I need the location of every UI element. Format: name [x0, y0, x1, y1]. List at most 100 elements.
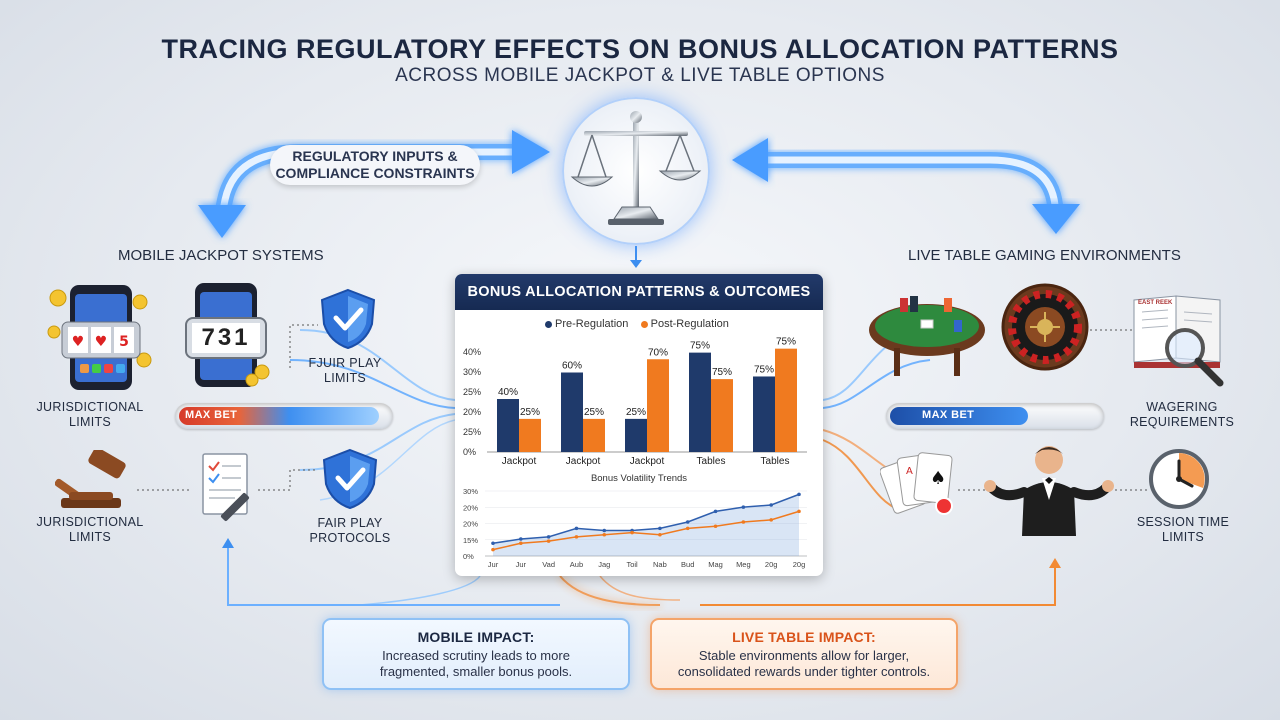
line-point — [546, 539, 551, 543]
right-arrow-head-left — [732, 138, 768, 182]
line-x-tick: Aub — [570, 560, 583, 569]
left-max-bet-slider[interactable]: MAX BET — [175, 403, 393, 429]
line-point — [741, 520, 746, 524]
fair-play-protocols-line2: PROTOCOLS — [309, 531, 391, 545]
regulatory-label-line1: REGULATORY INPUTS & — [292, 148, 458, 164]
fair-play-protocols-label: FAIR PLAY PROTOCOLS — [300, 516, 400, 546]
line-x-tick: Bud — [681, 560, 694, 569]
mobile-impact-line2: fragmented, smaller bonus pools. — [379, 664, 573, 679]
bar-data-label: 25% — [584, 407, 604, 418]
line-y-tick: 20% — [463, 503, 478, 512]
legend-post-dot — [640, 320, 648, 328]
bar-data-label: 75% — [754, 364, 774, 375]
bar-category-label: Tables — [697, 456, 726, 467]
live-impact-box: LIVE TABLE IMPACT: Stable environments a… — [650, 618, 958, 690]
mobile-impact-body: Increased scrutiny leads to more fragmen… — [324, 648, 628, 680]
legend-pre-dot — [545, 320, 552, 328]
document-checklist-icon — [202, 453, 250, 522]
line-point — [685, 520, 690, 524]
line-y-tick: 20% — [463, 520, 478, 529]
line-point — [797, 492, 801, 497]
right-arrow-head — [1032, 204, 1080, 234]
bottom-energy-streaks — [359, 575, 681, 606]
bar-data-label: 40% — [498, 387, 518, 398]
jurisdictional-bottom-line1: JURISDICTIONAL — [36, 515, 144, 529]
line-x-tick: Mag — [708, 560, 723, 569]
line-point — [602, 528, 607, 533]
bar-y-tick: 20% — [463, 407, 481, 417]
bar-post-3 — [711, 379, 733, 452]
regulatory-inputs-label: REGULATORY INPUTS & COMPLIANCE CONSTRAIN… — [270, 145, 480, 185]
fair-play-protocols-line1: FAIR PLAY — [317, 516, 383, 530]
bar-data-label: 60% — [562, 361, 582, 372]
bar-y-tick: 40% — [463, 347, 481, 357]
live-impact-line2: consolidated rewards under tighter contr… — [677, 664, 931, 679]
left-bottom-connector — [227, 545, 560, 606]
bar-category-label: Jackpot — [502, 456, 537, 467]
jurisdictional-bottom-line2: LIMITS — [68, 530, 112, 544]
line-point — [519, 541, 523, 546]
bar-y-tick: 30% — [463, 367, 481, 377]
mobile-impact-box: MOBILE IMPACT: Increased scrutiny leads … — [322, 618, 630, 690]
legend-pre-label: Pre-Regulation — [555, 318, 629, 330]
line-x-tick: Meg — [736, 560, 751, 569]
bar-data-label: 75% — [690, 341, 710, 352]
bar-pre-0 — [497, 399, 519, 452]
bar-pre-3 — [689, 352, 711, 452]
jurisdictional-top-line1: JURISDICTIONAL — [36, 400, 144, 414]
session-time-limits-label: SESSION TIME LIMITS — [1118, 515, 1248, 545]
bar-data-label: 75% — [776, 337, 796, 348]
right-max-bet-label: MAX BET — [922, 409, 975, 421]
line-point — [658, 526, 662, 531]
svg-text:5: 5 — [119, 334, 129, 350]
page-title: TRACING REGULATORY EFFECTS ON BONUS ALLO… — [161, 34, 1119, 64]
session-line2: LIMITS — [1161, 530, 1205, 544]
line-point — [546, 535, 551, 539]
line-series-post — [492, 510, 800, 551]
bar-post-1 — [583, 418, 605, 452]
fair-play-limits-label: FJUIR PLAY LIMITS — [300, 356, 390, 386]
line-point — [519, 537, 523, 541]
slot-reels-text: 731 — [201, 324, 251, 351]
right-max-bet-fill — [890, 407, 1028, 425]
bonus-allocation-panel: BONUS ALLOCATION PATTERNS & OUTCOMES Pre… — [455, 274, 823, 576]
line-y-tick: 15% — [463, 536, 478, 545]
down-arrow-head — [630, 260, 642, 268]
wagering-line1: WAGERING — [1146, 400, 1218, 414]
bar-y-tick: 0% — [463, 447, 476, 457]
live-impact-title: LIVE TABLE IMPACT: — [732, 629, 876, 645]
line-area-fill — [493, 494, 799, 556]
line-point — [491, 541, 495, 546]
gavel-icon — [55, 450, 126, 508]
line-point — [658, 532, 662, 537]
shield-check-icon-2 — [322, 448, 378, 510]
bar-chart-legend: Pre-Regulation Post-Regulation — [545, 318, 805, 330]
jurisdictional-limits-top-label: JURISDICTIONAL LIMITS — [30, 400, 150, 430]
rulebook-title: EAST REEK — [1138, 300, 1173, 306]
bar-y-tick: 25% — [463, 387, 481, 397]
session-clock-icon — [1149, 449, 1209, 509]
legend-post-label: Post-Regulation — [650, 318, 729, 330]
fair-play-limits-line2: LIMITS — [323, 371, 367, 385]
line-point — [574, 526, 579, 531]
bar-pre-2 — [625, 418, 647, 452]
line-point — [713, 524, 718, 529]
line-y-tick: 0% — [463, 552, 474, 561]
line-x-tick: Jag — [598, 560, 610, 569]
line-y-tick: 30% — [463, 487, 478, 496]
bar-data-label: 75% — [712, 367, 732, 378]
line-series-pre — [492, 493, 800, 544]
bar-post-2 — [647, 359, 669, 452]
jurisdictional-limits-bottom-label: JURISDICTIONAL LIMITS — [30, 515, 150, 545]
dealer-icon — [984, 446, 1114, 536]
playing-cards-icon: ♠ A — [880, 452, 953, 515]
bar-pre-1 — [561, 372, 583, 452]
jurisdictional-top-line2: LIMITS — [68, 415, 112, 429]
line-point — [491, 547, 495, 552]
line-chart-title: Bonus Volatility Trends — [590, 473, 688, 484]
line-point — [602, 532, 607, 537]
line-point — [769, 503, 773, 507]
right-max-bet-slider[interactable]: MAX BET — [886, 403, 1104, 429]
panel-title: BONUS ALLOCATION PATTERNS & OUTCOMES — [455, 274, 823, 310]
